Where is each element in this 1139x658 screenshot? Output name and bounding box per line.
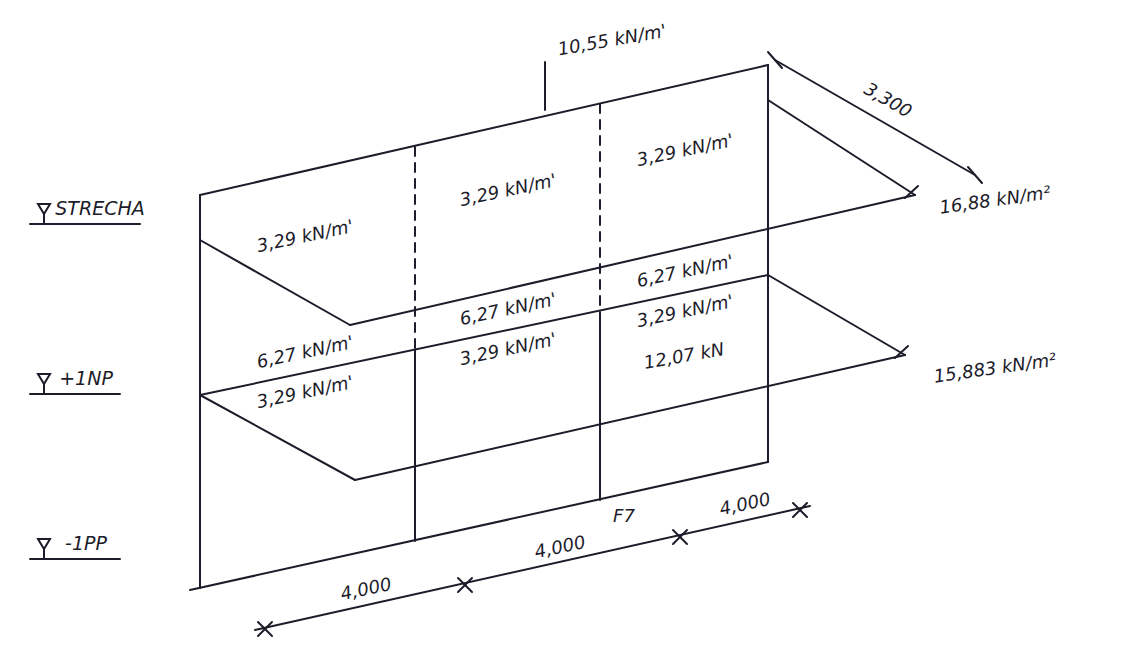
level-name: -1PP <box>65 533 107 554</box>
line-load: 3,29 kN/m' <box>458 329 558 369</box>
area-load: 16,88 kN/m² <box>938 182 1052 217</box>
line-load: 3,29 kN/m' <box>255 216 355 256</box>
column-mark: F7 <box>613 506 635 526</box>
level-name: +1NP <box>59 368 113 389</box>
level-name: STRECHA <box>55 198 144 219</box>
dimension: 4,000 <box>339 574 394 604</box>
line-load: 3,29 kN/m' <box>635 291 735 331</box>
line-load: 3,29 kN/m' <box>458 170 558 210</box>
point-load: 12,07 kN <box>642 339 725 373</box>
dimension: 4,000 <box>718 489 773 519</box>
line-load: 3,29 kN/m' <box>635 130 735 170</box>
line-load: 10,55 kN/m' <box>556 21 667 60</box>
line-load: 3,29 kN/m' <box>255 372 355 412</box>
area-load: 15,883 kN/m² <box>933 350 1058 387</box>
